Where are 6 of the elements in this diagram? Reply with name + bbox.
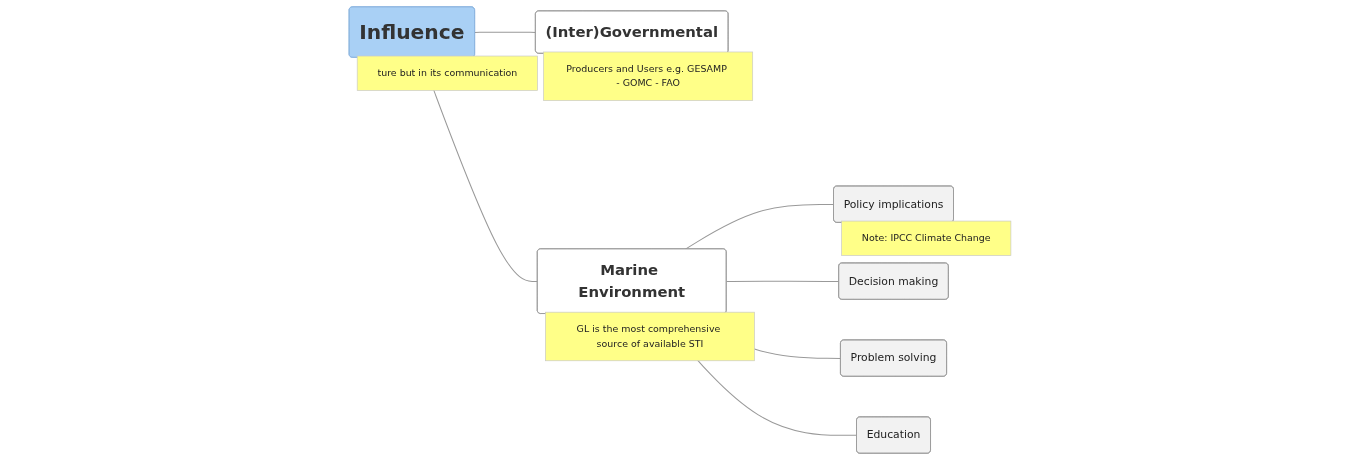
node-label: Producers and Users e.g. GESAMP - GOMC - FAO — [566, 63, 727, 89]
node-label: GL is the most comprehensive source of available STI — [576, 323, 721, 349]
node-label: Note: IPCC Climate Change — [861, 232, 991, 244]
connector — [474, 31, 537, 33]
node-label: ture but in its communication — [377, 67, 518, 79]
connector — [726, 280, 840, 282]
